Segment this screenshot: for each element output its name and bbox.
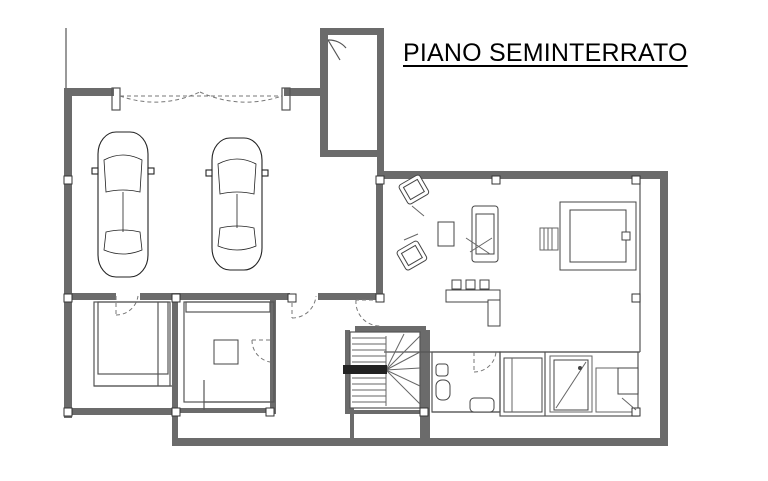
car-right-icon [205,137,269,271]
staircase [343,331,421,409]
room-outlines [93,178,641,417]
exterior-walls [64,28,668,446]
interior-walls [172,296,430,440]
furniture [213,174,639,413]
car-left-icon [91,131,155,278]
floor-plan-title: PIANO SEMINTERRATO [403,39,688,67]
armchair-icon [398,174,430,205]
armchair-icon [396,240,428,271]
garage-door [111,87,291,111]
structural-columns [63,175,641,417]
